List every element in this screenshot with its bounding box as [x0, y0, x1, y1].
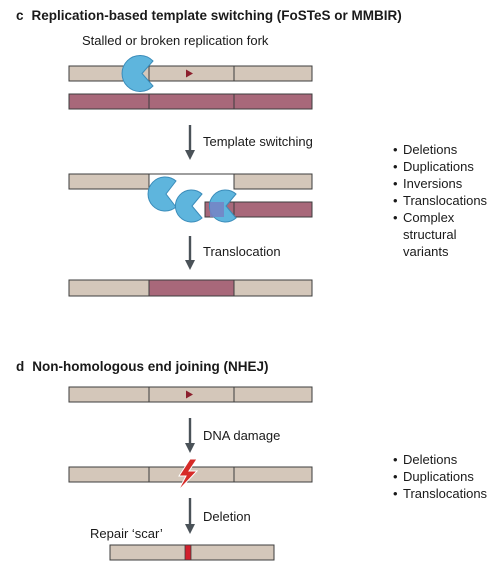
bullet-icon: •: [393, 210, 398, 225]
c-row1p-seg-mid: [148, 93, 235, 110]
bullet-icon: •: [393, 176, 398, 191]
c-outcome-item: • Inversions: [393, 175, 498, 192]
d-step2-label: Deletion: [203, 509, 251, 524]
bullet-icon: •: [393, 486, 398, 501]
c-template-switch-proteins: [147, 176, 237, 223]
d-row1-marker: [186, 390, 193, 399]
c-step2-label: Translocation: [203, 244, 281, 259]
c-caption: Stalled or broken replication fork: [82, 33, 269, 48]
c-row2-strands: [68, 173, 313, 218]
d-outcome-item: • Translocations: [393, 485, 487, 502]
panel-c-letter: c: [16, 8, 24, 23]
d-outcome-text: Duplications: [403, 469, 474, 484]
panel-d-heading: d Non-homologous end joining (NHEJ): [16, 359, 268, 374]
c-outcome-item: • Duplications: [393, 158, 498, 175]
c-row1-pink-strand: [68, 93, 313, 110]
bullet-icon: •: [393, 159, 398, 174]
d-outcomes-list: • Deletions • Duplications • Translocations: [393, 451, 487, 502]
d-step1-label: DNA damage: [203, 428, 281, 443]
c-arrow-2: [185, 236, 195, 270]
lightning-icon: [177, 458, 199, 492]
c-outcome-item: • Translocations: [393, 192, 498, 209]
c-outcomes-list: • Deletions • Duplications • Inversions • Trans…: [393, 141, 498, 260]
d-arrow-2: [185, 498, 195, 534]
c-row2-beige-left: [68, 173, 150, 190]
c-row1p-seg-right: [233, 93, 313, 110]
d-row1-seg-left: [68, 386, 150, 403]
c-row2-beige-right: [233, 173, 313, 190]
c-outcome-text: Inversions: [403, 176, 463, 191]
c-outcome-text: Deletions: [403, 142, 458, 157]
panel-d-title: Non-homologous end joining (NHEJ): [32, 359, 269, 374]
d-outcome-text: Deletions: [403, 452, 458, 467]
c-row1-fork-marker: [186, 69, 193, 78]
bullet-icon: •: [393, 142, 398, 157]
d-outcome-text: Translocations: [403, 486, 488, 501]
c-row3-strand: [68, 279, 313, 297]
panel-c-title: Replication-based template switching (Fo…: [31, 8, 402, 23]
d-outcome-item: • Duplications: [393, 468, 487, 485]
repair-scar: [184, 544, 192, 561]
c-row3-seg-left: [68, 279, 150, 297]
c-replication-protein-1: [121, 55, 154, 92]
c-outcome-text: Translocations: [403, 193, 488, 208]
bullet-icon: •: [393, 193, 398, 208]
c-outcome-item: • Complex structural variants: [393, 209, 498, 260]
c-row1p-seg-left: [68, 93, 150, 110]
c-outcome-item: • Deletions: [393, 141, 498, 158]
d-row2-seg-right: [233, 466, 313, 483]
panel-d-letter: d: [16, 359, 25, 374]
d-outcome-item: • Deletions: [393, 451, 487, 468]
c-outcome-text: Duplications: [403, 159, 474, 174]
c-row1-strand: [68, 65, 313, 82]
d-row2-seg-left: [68, 466, 150, 483]
d-row1-seg-right: [233, 386, 313, 403]
bullet-icon: •: [393, 469, 398, 484]
d-row3-strand-body: [109, 544, 275, 561]
d-scar-label: Repair ‘scar’: [90, 526, 163, 541]
c-step1-label: Template switching: [203, 134, 313, 149]
c-outcome-text: Complex structural variants: [403, 210, 457, 259]
c-arrow-1: [185, 125, 195, 160]
c-row3-seg-right: [233, 279, 313, 297]
panel-c-heading: c Replication-based template switching (F…: [16, 8, 402, 23]
bullet-icon: •: [393, 452, 398, 467]
c-row3-seg-mid: [148, 279, 235, 297]
c-row2-pink-right: [233, 201, 313, 218]
d-row1-strand: [68, 386, 313, 403]
c-row1-seg-right: [233, 65, 313, 82]
d-arrow-1: [185, 418, 195, 453]
d-row3-strand: [109, 544, 275, 561]
